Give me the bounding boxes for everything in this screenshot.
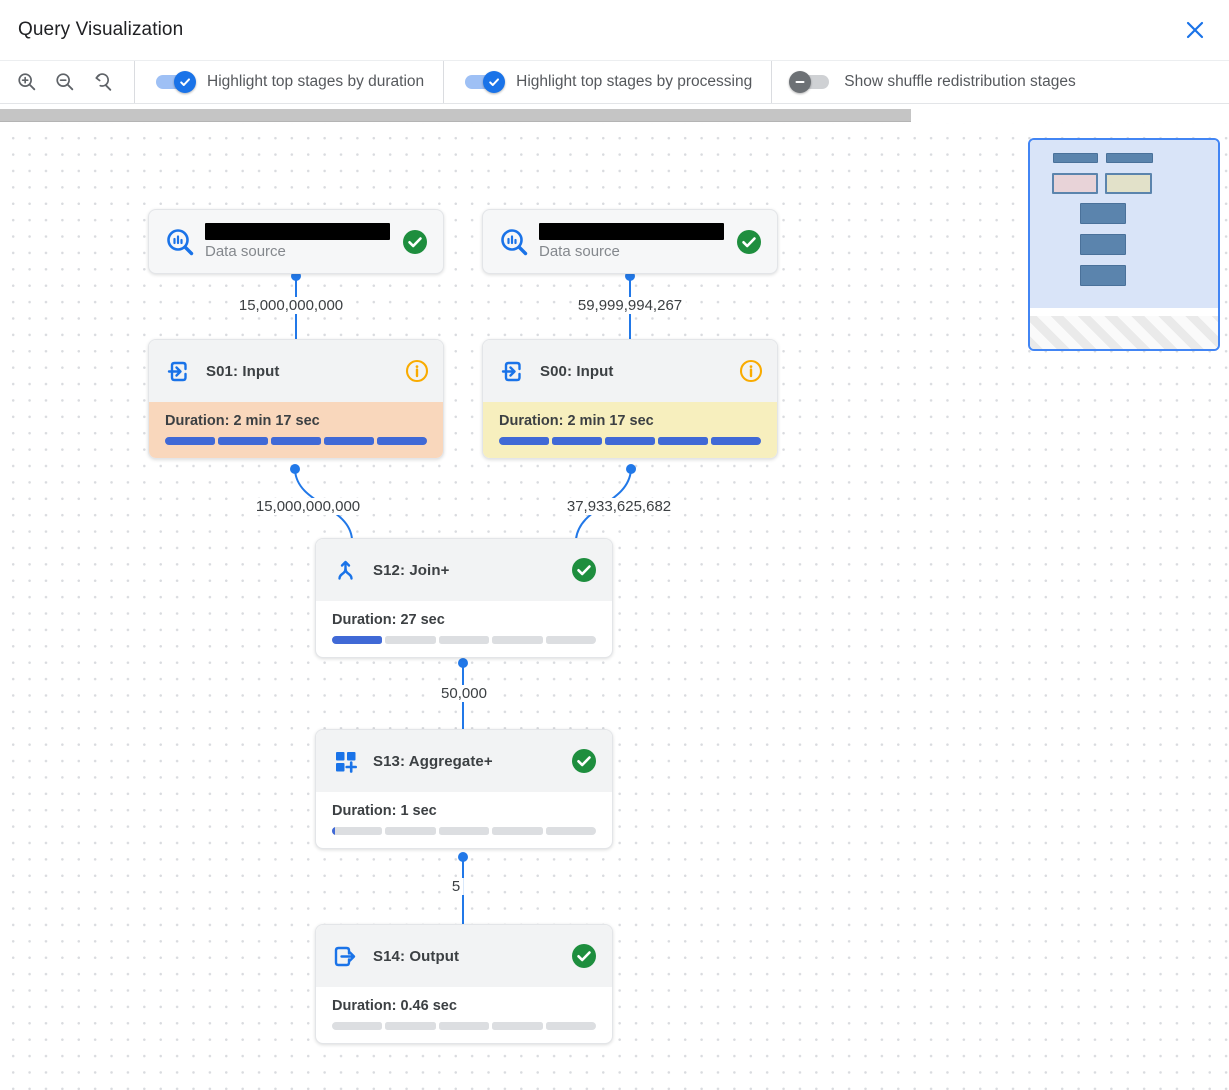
dialog-header: Query Visualization xyxy=(0,0,1229,60)
horizontal-scrollbar[interactable] xyxy=(0,109,911,122)
stage-progress-bar xyxy=(332,636,597,644)
minimap-node xyxy=(1080,234,1126,255)
minimap-outside-area xyxy=(1030,316,1218,349)
success-check-icon xyxy=(401,228,429,256)
toggle-highlight-processing[interactable] xyxy=(463,71,506,93)
dash-icon xyxy=(794,76,806,88)
stage-duration: Duration: 0.46 sec xyxy=(332,998,457,1014)
output-stage-icon xyxy=(332,943,359,970)
toggle-show-shuffle[interactable] xyxy=(789,71,831,93)
zoom-out-button[interactable] xyxy=(50,67,80,97)
success-check-icon xyxy=(570,942,598,970)
check-icon xyxy=(179,76,191,88)
stage-title: S13: Aggregate+ xyxy=(373,752,493,770)
data-source-label: Data source xyxy=(205,243,286,260)
zoom-in-icon xyxy=(16,71,38,93)
stage-duration: Duration: 1 sec xyxy=(332,803,437,819)
toggle-label-shuffle: Show shuffle redistribution stages xyxy=(844,73,1076,90)
bigquery-table-icon xyxy=(163,225,197,259)
zoom-out-icon xyxy=(54,71,76,93)
toggle-highlight-duration[interactable] xyxy=(154,71,196,93)
stage-duration: Duration: 27 sec xyxy=(332,612,445,628)
stage-progress-bar xyxy=(165,437,427,445)
stage-title: S12: Join+ xyxy=(373,561,450,579)
minimap-node-highlight-duration xyxy=(1052,173,1098,194)
stage-title: S00: Input xyxy=(540,362,614,380)
minimap-node xyxy=(1053,153,1098,163)
toggle-label-processing: Highlight top stages by processing xyxy=(516,73,753,90)
toolbar: Highlight top stages by duration Highlig… xyxy=(0,60,1229,104)
stage-progress-bar xyxy=(332,1022,597,1030)
redacted-table-name xyxy=(205,223,390,240)
node-stage-s01[interactable]: S01: Input Duration: 2 min 17 sec xyxy=(148,339,444,459)
info-icon[interactable] xyxy=(405,359,429,383)
stage-title: S14: Output xyxy=(373,947,460,965)
node-stage-s14[interactable]: S14: Output Duration: 0.46 sec xyxy=(315,924,613,1044)
node-data-source-2[interactable]: Data source xyxy=(482,209,778,274)
input-stage-icon xyxy=(165,358,192,385)
minimap[interactable] xyxy=(1028,138,1220,351)
stage-progress-bar xyxy=(332,827,597,835)
close-button[interactable] xyxy=(1181,16,1209,44)
node-stage-s13[interactable]: S13: Aggregate+ Duration: 1 sec xyxy=(315,729,613,849)
toolbar-divider xyxy=(771,61,773,103)
check-icon xyxy=(488,76,500,88)
edge-label-rows: 15,000,000,000 xyxy=(234,297,348,314)
edge-label-rows: 15,000,000,000 xyxy=(251,498,365,515)
toolbar-divider xyxy=(134,61,135,103)
toolbar-divider xyxy=(443,61,445,103)
success-check-icon xyxy=(735,228,763,256)
toggle-label-duration: Highlight top stages by duration xyxy=(207,73,425,90)
zoom-in-button[interactable] xyxy=(12,67,42,97)
minimap-node xyxy=(1106,153,1153,163)
info-icon[interactable] xyxy=(739,359,763,383)
page-title: Query Visualization xyxy=(18,19,184,40)
zoom-reset-button[interactable] xyxy=(88,67,118,97)
stage-title: S01: Input xyxy=(206,362,280,380)
minimap-node xyxy=(1080,203,1126,224)
node-data-source-1[interactable]: Data source xyxy=(148,209,444,274)
edge-label-rows: 5 xyxy=(447,878,465,895)
edge-label-rows: 50,000 xyxy=(437,685,491,702)
input-stage-icon xyxy=(499,358,526,385)
data-source-label: Data source xyxy=(539,243,620,260)
success-check-icon xyxy=(570,556,598,584)
minimap-node xyxy=(1080,265,1126,286)
close-icon xyxy=(1185,20,1205,40)
stage-duration: Duration: 2 min 17 sec xyxy=(499,413,654,429)
bigquery-table-icon xyxy=(497,225,531,259)
node-stage-s12[interactable]: S12: Join+ Duration: 27 sec xyxy=(315,538,613,658)
minimap-node-highlight-processing xyxy=(1105,173,1152,194)
edge-label-rows: 37,933,625,682 xyxy=(562,498,676,515)
aggregate-stage-icon xyxy=(332,748,359,775)
stage-progress-bar xyxy=(499,437,761,445)
success-check-icon xyxy=(570,747,598,775)
zoom-reset-icon xyxy=(92,71,114,93)
stage-duration: Duration: 2 min 17 sec xyxy=(165,413,320,429)
edge-label-rows: 59,999,994,267 xyxy=(573,297,687,314)
redacted-table-name xyxy=(539,223,724,240)
join-stage-icon xyxy=(332,557,359,584)
node-stage-s00[interactable]: S00: Input Duration: 2 min 17 sec xyxy=(482,339,778,459)
graph-canvas[interactable] xyxy=(0,123,1229,1090)
